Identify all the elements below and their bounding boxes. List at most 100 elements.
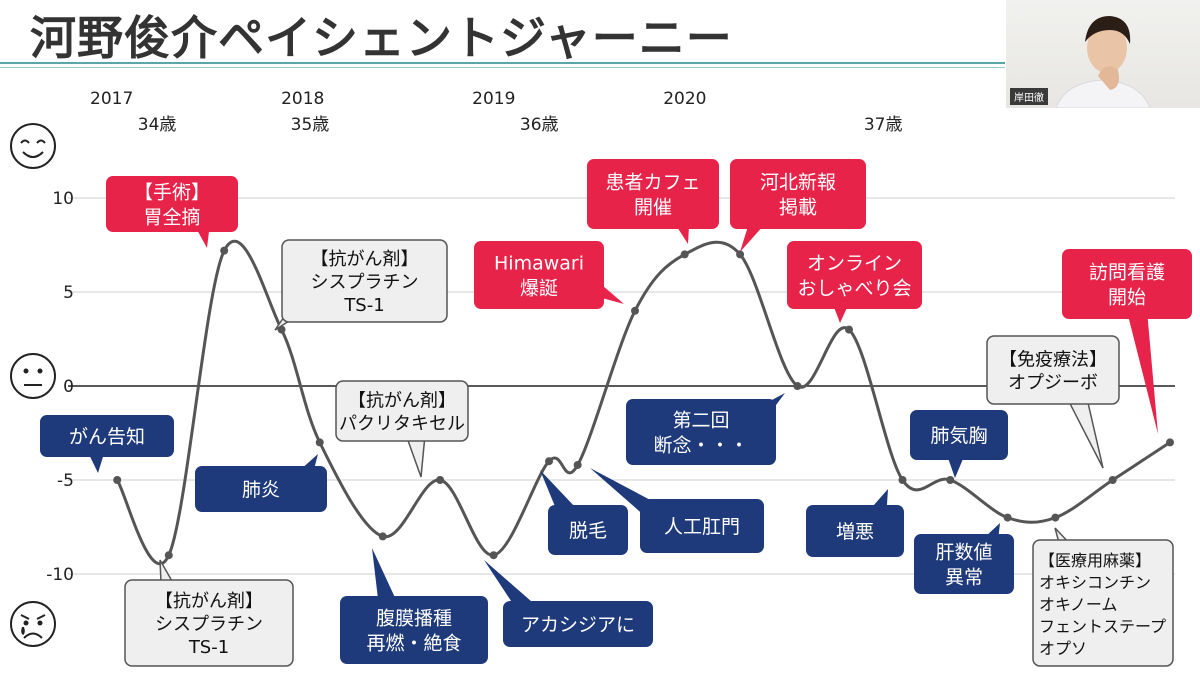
webcam-name-label: 岸田徹 (1010, 88, 1048, 105)
callout-positive: 【手術】胃全摘 (106, 176, 238, 248)
callout-box (106, 176, 238, 232)
callout-text: 肝数値異常 (935, 542, 992, 589)
callout-negative: がん告知 (40, 415, 174, 473)
callout-text: 第二回断念・・・ (653, 410, 748, 457)
callout-text: 【医療用麻薬】オキシコンチンオキノームフェントステープオプソ (1039, 551, 1166, 658)
neutral-face-icon (10, 353, 56, 399)
callout-negative: 肝数値異常 (914, 523, 1014, 594)
callout-treatment: 【医療用麻薬】オキシコンチンオキノームフェントステープオプソ (1032, 527, 1174, 667)
callout-text: 肺気胸 (930, 425, 987, 447)
callout-negative: 肺気胸 (910, 410, 1008, 478)
callout-box (1032, 539, 1174, 667)
page-title: 河野俊介ペイシェントジャーニー (30, 11, 733, 65)
data-point (1166, 438, 1174, 447)
title-rule (0, 62, 1005, 64)
data-point (220, 246, 229, 255)
callout-text: 【免疫療法】オプジーボ (999, 350, 1107, 394)
data-point (436, 476, 445, 484)
callout-box (806, 505, 904, 557)
year-label: 2018 (281, 89, 324, 109)
year-label: 2020 (663, 89, 706, 109)
callout-text: 肺炎 (242, 479, 280, 501)
data-point (113, 476, 122, 484)
callout-box (548, 505, 628, 555)
y-tick-label: 10 (52, 189, 74, 209)
data-point (845, 325, 853, 334)
callout-negative: 増悪 (806, 489, 904, 557)
callout-box (587, 159, 719, 229)
callout-text: 脱毛 (569, 520, 607, 542)
data-point (573, 460, 582, 469)
callout-text: 訪問看護開始 (1089, 262, 1165, 309)
callout-box (986, 335, 1120, 405)
data-point (315, 438, 324, 447)
data-point (545, 457, 554, 466)
data-point (1003, 513, 1012, 522)
callout-negative: 肺炎 (195, 454, 327, 512)
callout-text: 河北新報掲載 (760, 172, 836, 219)
smile-face-icon (10, 123, 56, 169)
callout-box (910, 410, 1008, 460)
callout-box (124, 579, 294, 667)
callout-tail (1127, 308, 1158, 434)
callout-box (474, 241, 604, 309)
age-label: 35歳 (291, 115, 330, 135)
callout-box (1062, 249, 1192, 319)
age-label: 36歳 (520, 115, 559, 135)
callout-box (195, 466, 327, 512)
callout-text: オンラインおしゃべり会 (797, 253, 911, 300)
callout-treatment: 【抗がん剤】パクリタキセル (335, 380, 469, 478)
data-point (736, 250, 745, 259)
callout-text: がん告知 (69, 426, 145, 448)
callout-text: 腹膜播種再燃・絶食 (366, 608, 461, 655)
callout-positive: 患者カフェ開催 (587, 159, 719, 244)
callout-positive: オンラインおしゃべり会 (787, 241, 922, 323)
sad-face-icon (10, 601, 56, 647)
y-tick-label: -5 (57, 471, 74, 491)
callout-text: アカシジアに (521, 614, 635, 636)
callout-box (503, 601, 653, 647)
callout-negative: 人工肛門 (590, 468, 764, 553)
callout-negative: 腹膜播種再燃・絶食 (340, 548, 488, 664)
data-point (898, 476, 907, 484)
callout-text: 増悪 (836, 521, 874, 543)
year-label: 2019 (472, 89, 515, 109)
data-point (946, 476, 955, 484)
data-point (164, 551, 173, 560)
callout-text: 【手術】胃全摘 (134, 182, 210, 229)
callout-box (40, 415, 174, 457)
data-point (489, 551, 498, 560)
y-tick-label: 5 (63, 283, 74, 303)
callout-positive: 河北新報掲載 (730, 159, 866, 252)
data-point (680, 250, 689, 259)
year-labels: 2017 2018 2019 2020 (90, 89, 706, 109)
callout-negative: 脱毛 (540, 470, 628, 555)
callout-treatment: 【免疫療法】オプジーボ (986, 335, 1120, 469)
y-tick-label: 0 (63, 377, 74, 397)
callout-positive: 訪問看護開始 (1062, 249, 1192, 434)
callout-box (730, 159, 866, 229)
callout-text: 【抗がん剤】パクリタキセル (339, 391, 465, 435)
callout-negative: アカシジアに (484, 560, 653, 647)
year-label: 2017 (90, 89, 133, 109)
callout-box (340, 596, 488, 664)
callout-box (640, 499, 764, 553)
callout-negative: 第二回断念・・・ (626, 393, 785, 465)
data-point (793, 382, 802, 390)
callout-box (787, 241, 922, 309)
title-rule-secondary (0, 67, 1005, 68)
data-point (1108, 476, 1117, 484)
webcam-video-tile: 岸田徹 (1006, 0, 1200, 108)
callout-text: 人工肛門 (664, 516, 740, 538)
callout-box (914, 534, 1014, 594)
data-point (631, 306, 639, 315)
